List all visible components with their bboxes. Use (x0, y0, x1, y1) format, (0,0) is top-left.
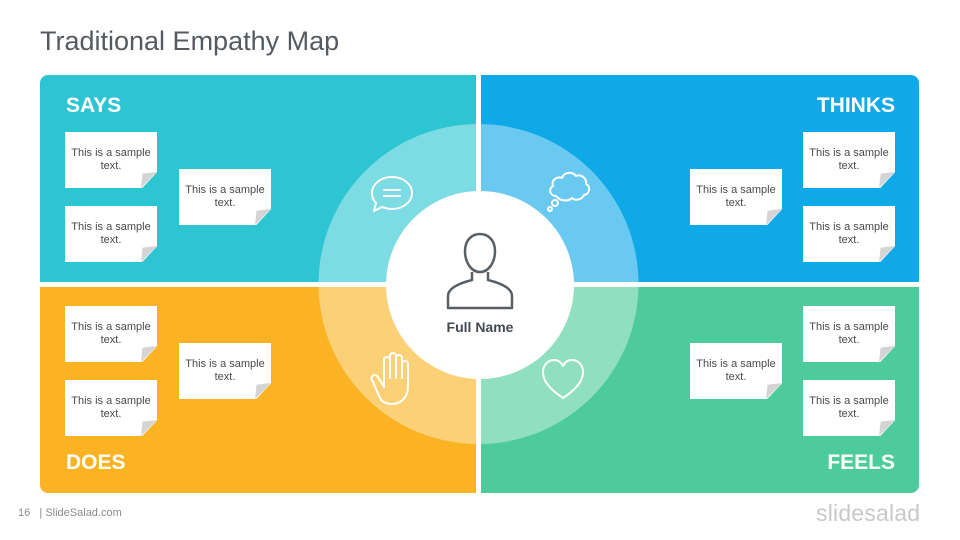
thought-cloud-icon (547, 171, 591, 212)
speech-bubble-icon (371, 176, 413, 212)
footer-site: | SlideSalad.com (39, 507, 122, 519)
thinks-label: THINKS (816, 94, 895, 117)
heart-icon (542, 359, 584, 399)
does-label: DOES (66, 451, 126, 474)
says-note-2: This is a sample text. (179, 169, 271, 225)
does-note-3: This is a sample text. (65, 380, 157, 436)
brand-logo: slidesalad (816, 500, 921, 526)
feels-note-1: This is a sample text. (803, 306, 895, 362)
person-icon (446, 232, 514, 310)
slide-title: Traditional Empathy Map (40, 26, 340, 56)
does-note-1: This is a sample text. (65, 306, 157, 362)
feels-note-3: This is a sample text. (803, 380, 895, 436)
center-circle (386, 191, 574, 379)
feels-note-2: This is a sample text. (690, 343, 782, 399)
hand-icon (370, 352, 409, 405)
says-label: SAYS (66, 94, 122, 117)
says-note-1: This is a sample text. (65, 132, 157, 188)
footer-text: 16 | SlideSalad.com (18, 507, 122, 519)
thinks-note-2: This is a sample text. (690, 169, 782, 225)
full-name-label: Full Name (446, 319, 514, 335)
thinks-note-3: This is a sample text. (803, 206, 895, 262)
does-note-2: This is a sample text. (179, 343, 271, 399)
feels-label: FEELS (827, 451, 895, 474)
page-number: 16 (18, 507, 31, 519)
says-note-3: This is a sample text. (65, 206, 157, 262)
thinks-note-1: This is a sample text. (803, 132, 895, 188)
